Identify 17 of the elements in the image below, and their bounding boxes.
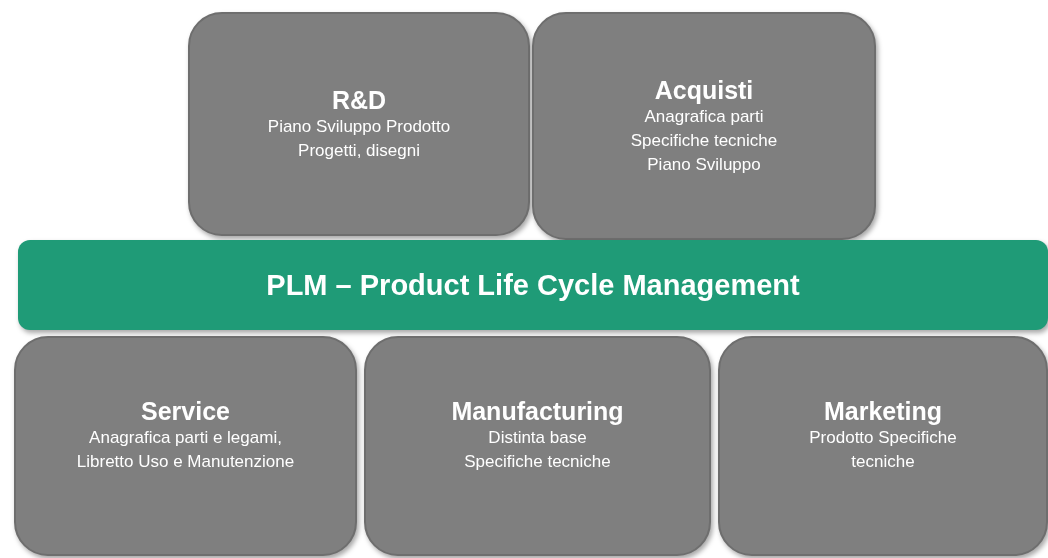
department-card	[718, 336, 1048, 556]
department-card	[364, 336, 711, 556]
card-title: R&D	[331, 85, 387, 115]
card-title: PLM – Product Life Cycle Management	[266, 270, 800, 300]
banner-band	[18, 240, 1048, 330]
card-description: Distinta base Specifiche tecniche	[463, 427, 612, 473]
card-title: Manufacturing	[451, 396, 624, 426]
card-description: Anagrafica parti Specifiche tecniche Piano Sviluppo	[629, 106, 779, 176]
department-card	[188, 12, 530, 236]
department-card	[14, 336, 357, 556]
card-description: Prodotto Specifiche tecniche	[808, 427, 958, 473]
card-title: Marketing	[823, 396, 943, 426]
card-description: Piano Sviluppo Prodotto Progetti, disegni	[266, 116, 452, 162]
card-title: Acquisti	[654, 75, 754, 105]
card-description: Anagrafica parti e legami, Libretto Uso e Manutenzione	[75, 427, 296, 473]
department-card	[532, 12, 876, 240]
card-title: Service	[141, 396, 230, 426]
